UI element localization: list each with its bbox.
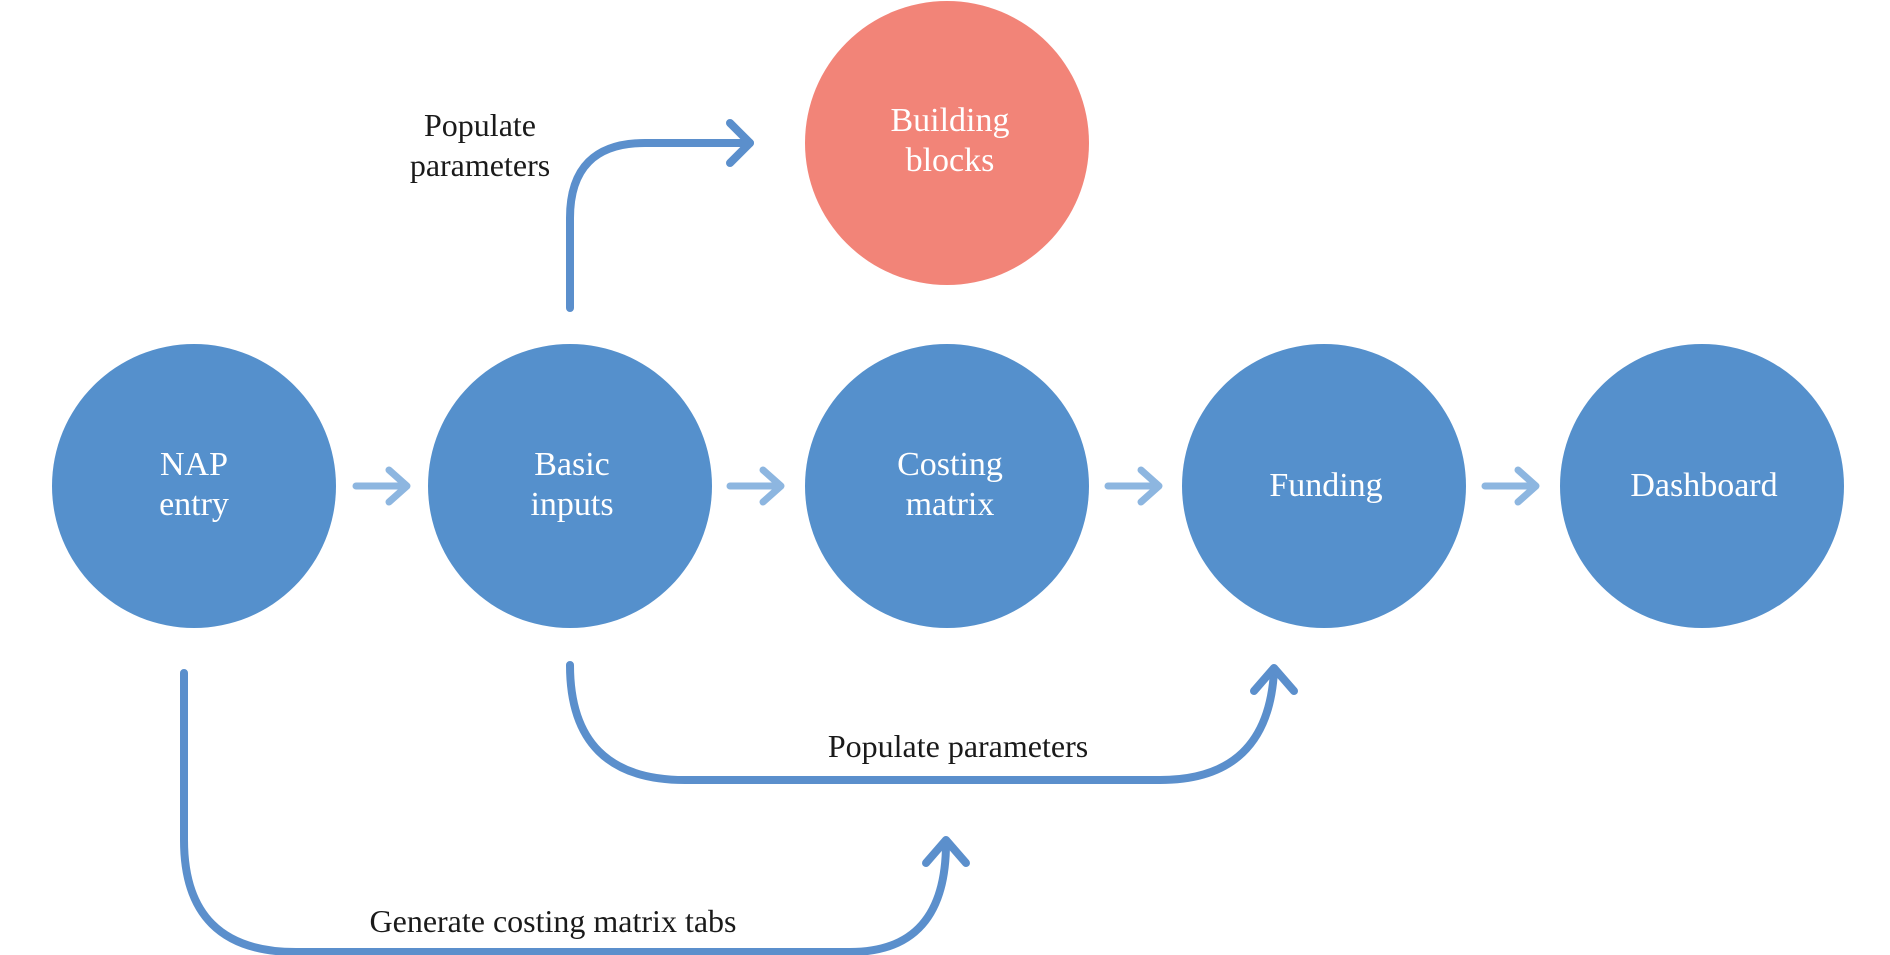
flow-arrow-basic-to-costing xyxy=(726,466,785,506)
connector-basic-inputs-to-funding xyxy=(566,661,1278,784)
node-costing-matrix-label-line2: matrix xyxy=(906,486,995,523)
node-building-blocks-label-line1: Building xyxy=(890,102,1009,139)
node-basic-inputs: Basic inputs xyxy=(428,344,712,628)
node-basic-inputs-label-line2: inputs xyxy=(530,486,613,523)
flow-arrow-nap-to-basic xyxy=(352,466,411,506)
node-dashboard-circle xyxy=(1560,344,1844,628)
edge-label-populate-parameters-bottom: Populate parameters xyxy=(828,728,1088,764)
node-basic-inputs-circle xyxy=(428,344,712,628)
edge-label-populate-parameters-top-line2: parameters xyxy=(410,147,550,183)
arrowhead-costing-matrix xyxy=(922,836,970,867)
node-costing-matrix-label-line1: Costing xyxy=(897,446,1003,483)
node-costing-matrix-circle xyxy=(805,344,1089,628)
node-building-blocks-label-line2: blocks xyxy=(906,142,995,179)
node-dashboard: Dashboard xyxy=(1560,344,1844,628)
arrowhead-funding xyxy=(1250,664,1298,695)
node-building-blocks-circle xyxy=(805,1,1089,285)
node-building-blocks: Building blocks xyxy=(805,1,1089,285)
node-nap-entry-circle xyxy=(52,344,336,628)
node-funding-label: Funding xyxy=(1269,467,1382,504)
flow-arrow-costing-to-funding xyxy=(1104,466,1163,506)
flow-arrow-funding-to-dashboard xyxy=(1481,466,1540,506)
connector-nap-entry-to-costing-matrix xyxy=(180,669,950,955)
node-funding: Funding xyxy=(1182,344,1466,628)
node-dashboard-label: Dashboard xyxy=(1630,467,1777,504)
node-funding-circle xyxy=(1182,344,1466,628)
node-costing-matrix: Costing matrix xyxy=(805,344,1089,628)
node-nap-entry-label-line1: NAP xyxy=(160,446,228,483)
arrowhead-building-blocks xyxy=(726,119,754,167)
node-nap-entry-label-line2: entry xyxy=(159,486,229,523)
edge-label-populate-parameters-top-line1: Populate xyxy=(424,107,536,143)
node-basic-inputs-label-line1: Basic xyxy=(534,446,610,483)
connector-basic-inputs-to-building-blocks xyxy=(566,139,754,312)
edge-label-generate-costing-matrix-tabs: Generate costing matrix tabs xyxy=(370,903,737,939)
node-nap-entry: NAP entry xyxy=(52,344,336,628)
